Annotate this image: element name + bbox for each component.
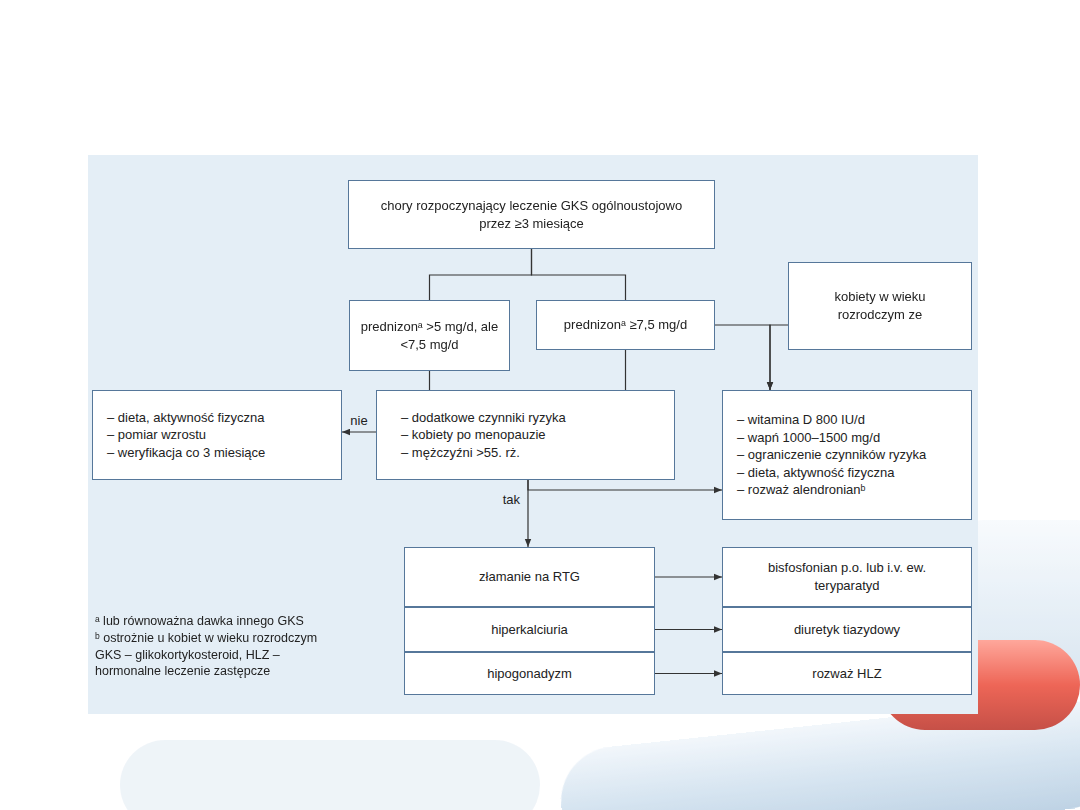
edge-label: nie xyxy=(348,413,369,429)
box-text: kobiety w wieku rozrodczym ze xyxy=(815,288,945,323)
box-text: prednizonᵃ ≥7,5 mg/d xyxy=(564,316,687,334)
box-text: – rozważ alendronianᵇ xyxy=(737,481,957,499)
box-text: hipogonadyzm xyxy=(487,665,572,683)
box-text: chory rozpoczynający leczenie GKS ogólno… xyxy=(369,197,694,232)
dose-box: prednizonᵃ ≥7,5 mg/d xyxy=(536,300,715,350)
box-text: – mężczyźni >55. rż. xyxy=(401,444,650,462)
box-text: – witamina D 800 IU/d xyxy=(737,411,957,429)
treatment-box: diuretyk tiazydowy xyxy=(722,607,972,652)
box-text: hiperkalciuria xyxy=(491,621,568,639)
action-list-box: – witamina D 800 IU/d– wapń 1000–1500 mg… xyxy=(722,390,972,520)
edge-label: tak xyxy=(501,492,522,508)
box-text: prednizonᵃ >5 mg/d, ale <7,5 mg/d xyxy=(360,318,499,353)
box-text: złamanie na RTG xyxy=(479,568,580,586)
risk-list-box: – dodatkowe czynniki ryzyka– kobiety po … xyxy=(376,390,675,480)
connector xyxy=(342,431,376,432)
finding-box: hipogonadyzm xyxy=(404,652,655,695)
box-text: – pomiar wzrostu xyxy=(107,426,327,444)
box-text: – weryfikacja co 3 miesiące xyxy=(107,444,327,462)
connector xyxy=(429,371,430,390)
connector xyxy=(528,480,722,490)
treatment-box: rozważ HLZ xyxy=(722,652,972,695)
box-text: rozważ HLZ xyxy=(812,665,881,683)
treatment-box: bisfosfonian p.o. lub i.v. ew. teryparat… xyxy=(722,547,972,607)
finding-box: złamanie na RTG xyxy=(404,547,655,607)
box-text: – kobiety po menopauzie xyxy=(401,426,650,444)
box-text: – dieta, aktywność fizyczna xyxy=(107,409,327,427)
footnote: ᵃ lub równoważna dawka innego GKS xyxy=(95,613,345,629)
connector xyxy=(430,249,532,300)
box-text: bisfosfonian p.o. lub i.v. ew. teryparat… xyxy=(763,559,931,594)
box-text: – wapń 1000–1500 mg/d xyxy=(737,429,957,447)
box-text: – ograniczenie czynników ryzyka xyxy=(737,446,957,464)
connector xyxy=(625,350,626,390)
box-text: – dodatkowe czynniki ryzyka xyxy=(401,409,650,427)
group-box: kobiety w wieku rozrodczym ze xyxy=(788,262,972,350)
connector xyxy=(715,325,770,390)
footnote: ᵇ ostrożnie u kobiet w wieku rozrodczym xyxy=(95,630,345,646)
connector xyxy=(655,576,722,577)
action-list-box: – dieta, aktywność fizyczna– pomiar wzro… xyxy=(92,390,342,480)
connector xyxy=(770,325,788,390)
connector xyxy=(655,673,722,674)
start-box: chory rozpoczynający leczenie GKS ogólno… xyxy=(348,180,715,249)
box-text: – dieta, aktywność fizyczna xyxy=(737,464,957,482)
box-text: diuretyk tiazydowy xyxy=(794,621,900,639)
footnote: GKS – glikokortykosteroid, HLZ – hormona… xyxy=(95,647,345,680)
finding-box: hiperkalciuria xyxy=(404,607,655,652)
connector xyxy=(655,629,722,630)
connector xyxy=(532,249,626,300)
dose-box: prednizonᵃ >5 mg/d, ale <7,5 mg/d xyxy=(349,300,510,371)
